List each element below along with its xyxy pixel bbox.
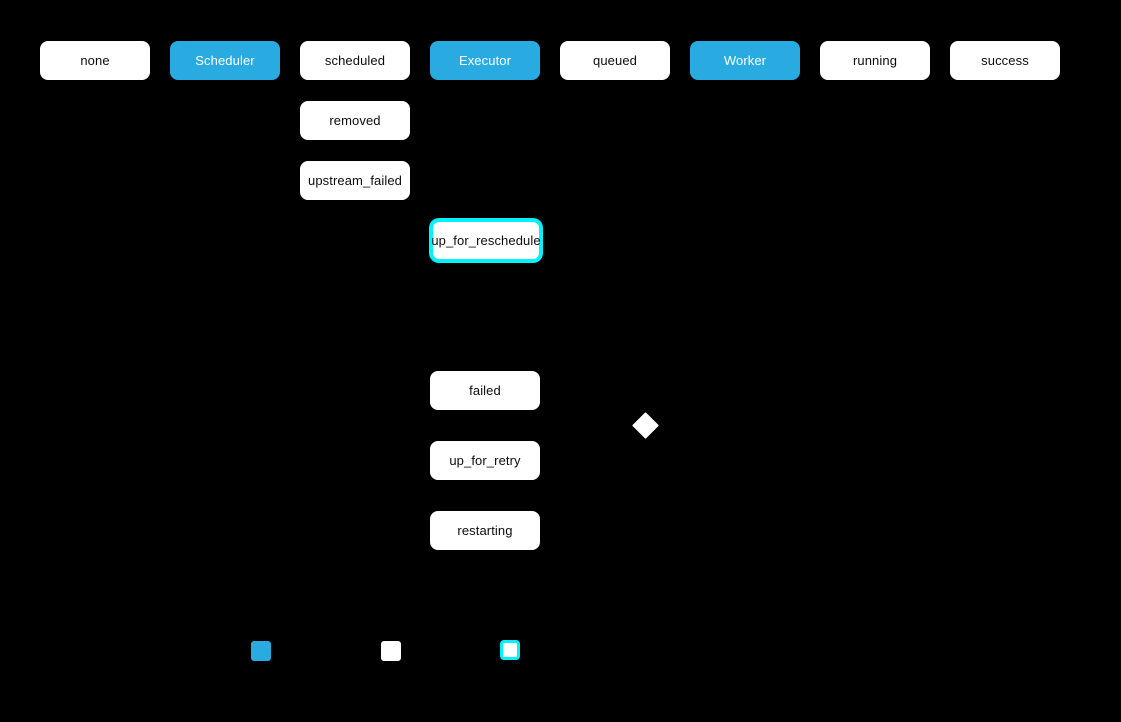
graph-node-worker[interactable]: Worker [690, 41, 800, 80]
graph-node-upstream_failed[interactable]: upstream_failed [300, 161, 410, 200]
legend-item-state[interactable] [381, 641, 409, 661]
graph-node-up_for_retry[interactable]: up_for_retry [430, 441, 540, 480]
graph-node-scheduled[interactable]: scheduled [300, 41, 410, 80]
graph-node-executor[interactable]: Executor [430, 41, 540, 80]
graph-node-removed[interactable]: removed [300, 101, 410, 140]
graph-node-failed[interactable]: failed [430, 371, 540, 410]
legend-swatch-state-icon [381, 641, 401, 661]
legend-swatch-selected-icon [500, 640, 520, 660]
decision-diamond-icon [632, 412, 659, 439]
graph-node-queued[interactable]: queued [560, 41, 670, 80]
legend-item-actor[interactable] [251, 641, 279, 661]
legend-item-selected[interactable] [500, 640, 528, 660]
graph-node-running[interactable]: running [820, 41, 930, 80]
graph-node-success[interactable]: success [950, 41, 1060, 80]
graph-node-restarting[interactable]: restarting [430, 511, 540, 550]
graph-node-none[interactable]: none [40, 41, 150, 80]
graph-node-scheduler[interactable]: Scheduler [170, 41, 280, 80]
legend-swatch-actor-icon [251, 641, 271, 661]
graph-node-up_for_reschedule[interactable]: up_for_reschedule [430, 219, 542, 262]
